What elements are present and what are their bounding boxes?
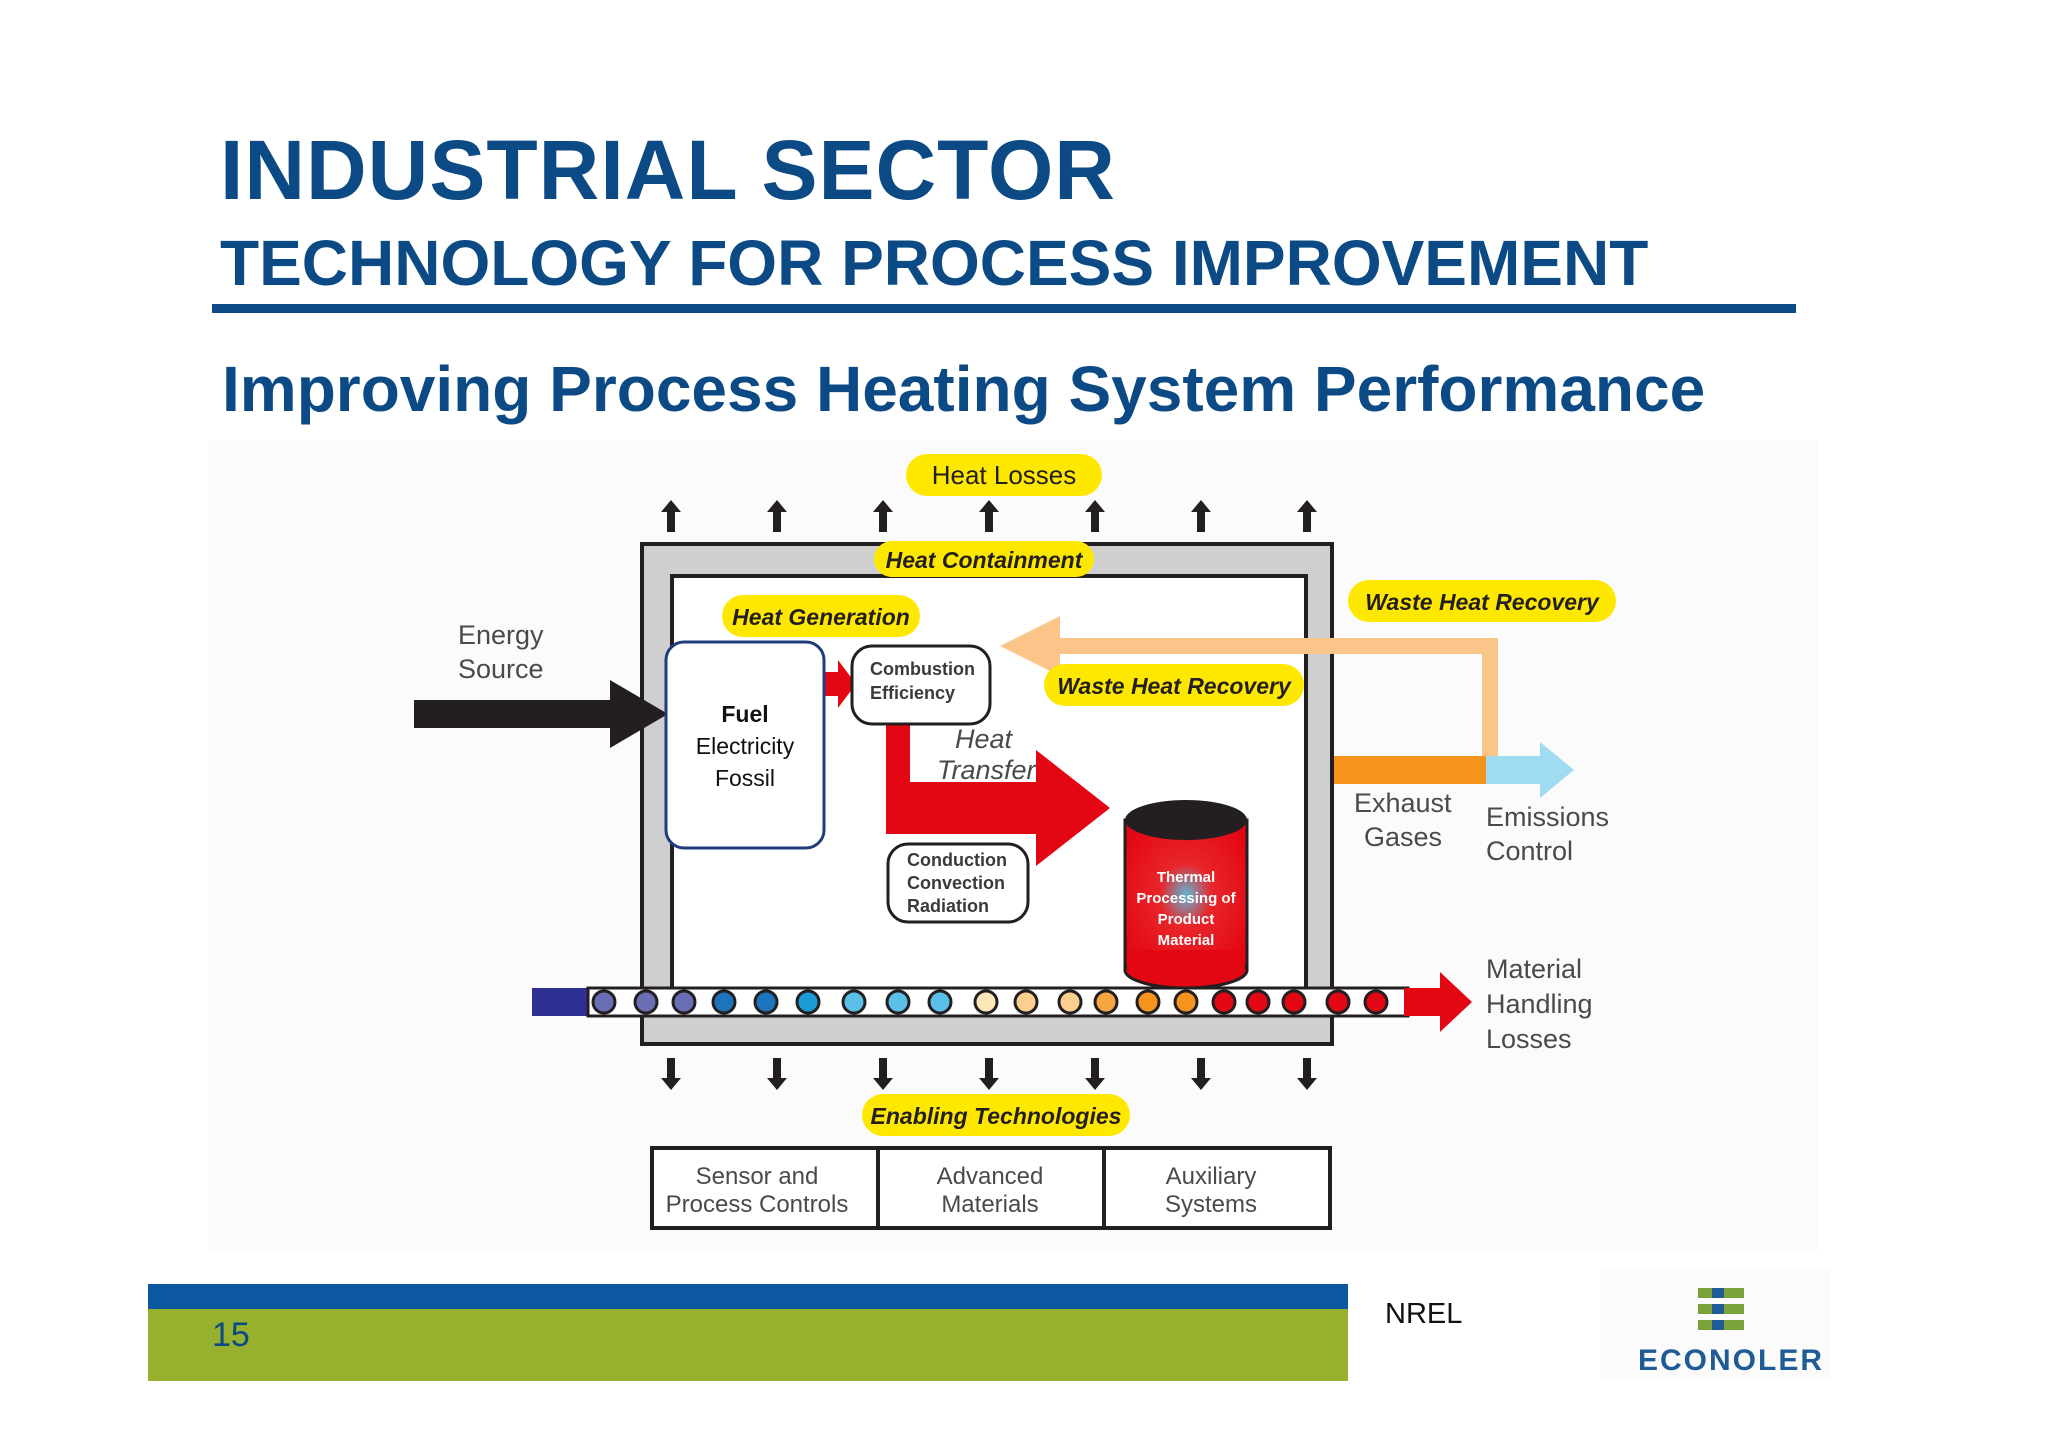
tech-materials-line1: Advanced xyxy=(937,1163,1044,1190)
pill-enabling-technologies-label: Enabling Technologies xyxy=(871,1103,1122,1129)
page-number: 15 xyxy=(212,1316,250,1354)
conveyor-exit-arrow xyxy=(1404,972,1472,1032)
exhaust-gas-stream xyxy=(1334,756,1486,784)
conduction-line1: Conduction xyxy=(907,850,1007,870)
heat-transfer-line1: Heat xyxy=(955,724,1014,754)
pill-heat-generation xyxy=(722,595,920,637)
exhaust-line1: Exhaust xyxy=(1354,788,1452,818)
pill-heat-containment xyxy=(874,541,1094,577)
title-divider xyxy=(212,304,1796,313)
thermal-processing-drum xyxy=(1123,800,1249,990)
footer-green-band xyxy=(148,1309,1348,1381)
econoler-logo-text: ECONOLER xyxy=(1638,1344,1825,1377)
tech-materials-line2: Materials xyxy=(941,1191,1038,1218)
pill-waste-heat-recovery-outer xyxy=(1348,580,1616,622)
energy-source-arrow xyxy=(414,680,668,748)
drum-label-line2: Processing of xyxy=(1136,890,1236,907)
technologies-table xyxy=(650,1146,1332,1230)
conveyor-entry xyxy=(532,988,588,1016)
combustion-line1: Combustion xyxy=(870,659,975,679)
source-credit: NREL xyxy=(1385,1298,1463,1330)
tech-sensor-line1: Sensor and xyxy=(696,1163,819,1190)
footer-blue-band xyxy=(148,1284,1348,1309)
slide-subtitle: TECHNOLOGY FOR PROCESS IMPROVEMENT xyxy=(220,227,1649,299)
pill-waste-heat-recovery-outer-label: Waste Heat Recovery xyxy=(1365,589,1600,615)
emissions-line2: Control xyxy=(1486,836,1573,866)
waste-heat-recovery-arrow xyxy=(1000,616,1498,768)
emissions-line1: Emissions xyxy=(1486,802,1609,832)
exhaust-line2: Gases xyxy=(1364,822,1442,852)
material-handling-line1: Material xyxy=(1486,954,1582,984)
heat-loss-arrows-top xyxy=(661,500,1317,532)
heat-transfer-line2: Transfer xyxy=(937,755,1037,785)
slide-heading: Improving Process Heating System Perform… xyxy=(222,353,1706,425)
heat-transfer-arrow xyxy=(886,716,1110,866)
combustion-efficiency-box xyxy=(850,644,992,726)
heat-loss-arrows-bottom xyxy=(661,1058,1317,1090)
combustion-line2: Efficiency xyxy=(870,683,955,703)
pill-waste-heat-recovery-inner-label: Waste Heat Recovery xyxy=(1057,673,1292,699)
drum-label-line4: Material xyxy=(1158,932,1215,949)
drum-label-line1: Thermal xyxy=(1157,869,1215,886)
pill-heat-generation-label: Heat Generation xyxy=(732,604,910,630)
conduction-line3: Radiation xyxy=(907,896,989,916)
pill-waste-heat-recovery-inner xyxy=(1044,664,1304,706)
pill-heat-losses-label: Heat Losses xyxy=(932,460,1077,490)
conduction-box xyxy=(886,842,1030,924)
fuel-title: Fuel xyxy=(721,701,768,727)
pill-heat-losses xyxy=(906,454,1102,496)
emissions-arrow xyxy=(1486,742,1574,798)
conveyor-material-dots xyxy=(591,989,1389,1015)
tech-auxiliary-line2: Systems xyxy=(1165,1191,1257,1218)
pill-heat-containment-label: Heat Containment xyxy=(886,547,1084,573)
fuel-fossil: Fossil xyxy=(715,765,775,791)
conduction-line2: Convection xyxy=(907,873,1005,893)
tech-sensor-line2: Process Controls xyxy=(666,1191,849,1218)
fuel-electricity: Electricity xyxy=(696,733,795,759)
slide-title: INDUSTRIAL SECTOR xyxy=(220,123,1116,217)
energy-source-line2: Source xyxy=(458,654,544,684)
drum-label-line3: Product xyxy=(1158,911,1215,928)
tech-auxiliary-line1: Auxiliary xyxy=(1166,1163,1257,1190)
fuel-to-combustion-arrow xyxy=(824,660,856,708)
pill-enabling-technologies xyxy=(862,1094,1130,1136)
material-handling-line3: Losses xyxy=(1486,1024,1572,1054)
fuel-box xyxy=(664,640,826,850)
material-handling-line2: Handling xyxy=(1486,989,1593,1019)
energy-source-line1: Energy xyxy=(458,620,544,650)
